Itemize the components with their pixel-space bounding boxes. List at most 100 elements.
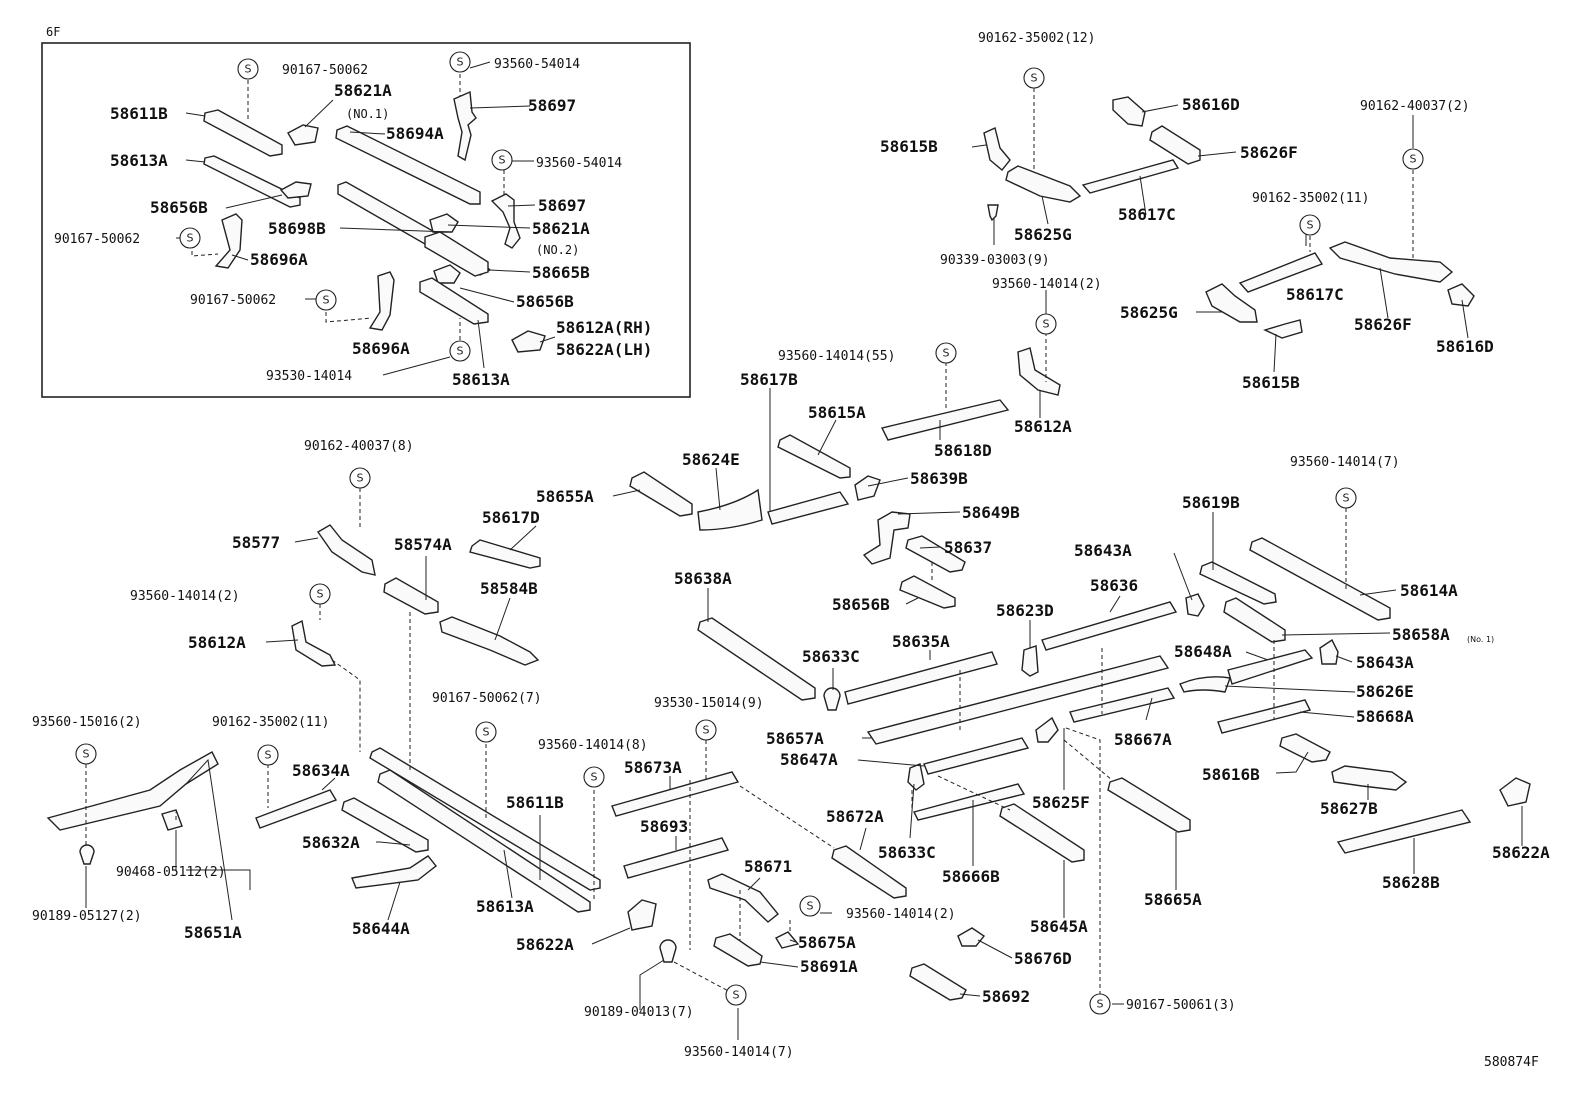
label-part: 58675A — [798, 933, 856, 952]
label-part: 58574A — [394, 535, 452, 554]
label-fastener: 90189-05127(2) — [32, 909, 142, 924]
label-part: 58637 — [944, 538, 992, 557]
label-part: 58696A — [352, 339, 410, 358]
s-symbol-icon: S — [491, 149, 513, 171]
label-part: 58667A — [1114, 730, 1172, 749]
label-part: 58693 — [640, 817, 688, 836]
part-58616d-right — [1447, 283, 1475, 307]
svg-text:S: S — [265, 749, 272, 762]
part-58626f-top — [1149, 125, 1201, 165]
label-part: 58626F — [1354, 315, 1412, 334]
label-part: 58625G — [1014, 225, 1072, 244]
svg-text:S: S — [943, 347, 950, 360]
label-part: 58656B — [832, 595, 890, 614]
part-58648a — [1227, 649, 1314, 685]
part-58625f — [1035, 716, 1059, 743]
part-58697-lower — [490, 193, 521, 249]
parts — [46, 90, 1531, 1001]
label-part: 58648A — [1174, 642, 1232, 661]
part-58615b-right — [1263, 319, 1303, 339]
label-fastener: 93560-14014(8) — [538, 738, 648, 753]
fastener-90189-04013 — [659, 939, 677, 963]
label-part: 58577 — [232, 533, 280, 552]
label-part: 58658A — [1392, 625, 1450, 644]
label-fastener: 90167-50062 — [282, 63, 368, 78]
label-part: 58613A — [476, 897, 534, 916]
part-58626f-right — [1328, 241, 1454, 283]
part-58675a — [775, 931, 800, 949]
label-part: 58616D — [1182, 95, 1240, 114]
label-part: 58626F — [1240, 143, 1298, 162]
part-58617d — [469, 539, 541, 569]
label-fastener: 90339-03003(9) — [940, 253, 1050, 268]
s-symbol-icon: S — [799, 895, 821, 917]
label-note: (NO.2) — [536, 243, 579, 257]
part-58635a — [844, 651, 998, 705]
label-part: 58645A — [1030, 917, 1088, 936]
s-symbol-icon: S — [695, 719, 717, 741]
part-58619b — [1199, 561, 1277, 605]
labels: 90167-50062 58621A (NO.1) 58611B 93560-5… — [32, 31, 1550, 1070]
label-fastener: 93560-14014(55) — [778, 349, 895, 364]
label-fastener: 90167-50062 — [54, 232, 140, 247]
part-58643a-upper — [1185, 593, 1205, 617]
label-part: 58584B — [480, 579, 538, 598]
label-fastener: 90162-35002(11) — [1252, 191, 1369, 206]
s-symbol-icon: S — [449, 340, 471, 362]
s-symbol-icon: S — [1023, 67, 1045, 89]
s-symbol-icon: S — [725, 984, 747, 1006]
label-part: 58657A — [766, 729, 824, 748]
svg-text:S: S — [457, 345, 464, 358]
label-fastener: 90468-05112(2) — [116, 865, 226, 880]
label-fastener: 93560-14014(7) — [684, 1045, 794, 1060]
label-part: 58612A(RH) — [556, 318, 652, 337]
part-58667a — [1069, 687, 1176, 723]
label-fastener: 93560-14014(2) — [130, 589, 240, 604]
label-part: 58643A — [1356, 653, 1414, 672]
svg-text:S: S — [703, 724, 710, 737]
part-58627b — [1331, 765, 1408, 791]
part-58636 — [1041, 601, 1178, 651]
label-part: 58656B — [150, 198, 208, 217]
fastener-90189-05127 — [79, 844, 95, 865]
part-58656b-inset-lower — [433, 264, 461, 284]
part-58633c-lower — [907, 763, 925, 791]
label-part: 58668A — [1356, 707, 1414, 726]
part-58617c-right — [1238, 252, 1324, 293]
label-part: 58665A — [1144, 890, 1202, 909]
part-58617c-top — [1081, 159, 1180, 194]
part-58666b — [912, 783, 1026, 821]
s-symbol-icon: S — [1035, 313, 1057, 335]
part-58632a — [341, 797, 429, 853]
svg-text:S: S — [591, 771, 598, 784]
s-symbol-icon: S — [1402, 148, 1424, 170]
part-58615b-top — [983, 127, 1011, 171]
part-58616d-top — [1112, 96, 1146, 127]
part-58655a — [629, 471, 693, 517]
label-fastener: 93530-14014 — [266, 369, 352, 384]
label-part: 58638A — [674, 569, 732, 588]
part-58638a — [697, 617, 816, 701]
footer-code: 580874F — [1484, 1055, 1539, 1070]
label-part: 58625G — [1120, 303, 1178, 322]
label-part: 58617C — [1286, 285, 1344, 304]
part-58612a-mid — [1017, 347, 1061, 396]
label-part: 58619B — [1182, 493, 1240, 512]
svg-text:S: S — [499, 154, 506, 167]
part-58584b — [439, 616, 540, 666]
svg-text:S: S — [1031, 72, 1038, 85]
part-58625g-right — [1205, 283, 1258, 323]
svg-text:S: S — [483, 726, 490, 739]
part-58613a-inset — [203, 155, 301, 208]
part-58693 — [623, 837, 730, 879]
part-58621a-no2 — [429, 213, 459, 233]
s-symbol-icon: S — [309, 583, 331, 605]
label-part: 58647A — [780, 750, 838, 769]
part-58618d — [880, 399, 1010, 441]
svg-text:S: S — [1307, 219, 1314, 232]
label-part: 58625F — [1032, 793, 1090, 812]
label-part: 58698B — [268, 219, 326, 238]
label-part: 58691A — [800, 957, 858, 976]
part-58656b-inset — [279, 181, 312, 199]
